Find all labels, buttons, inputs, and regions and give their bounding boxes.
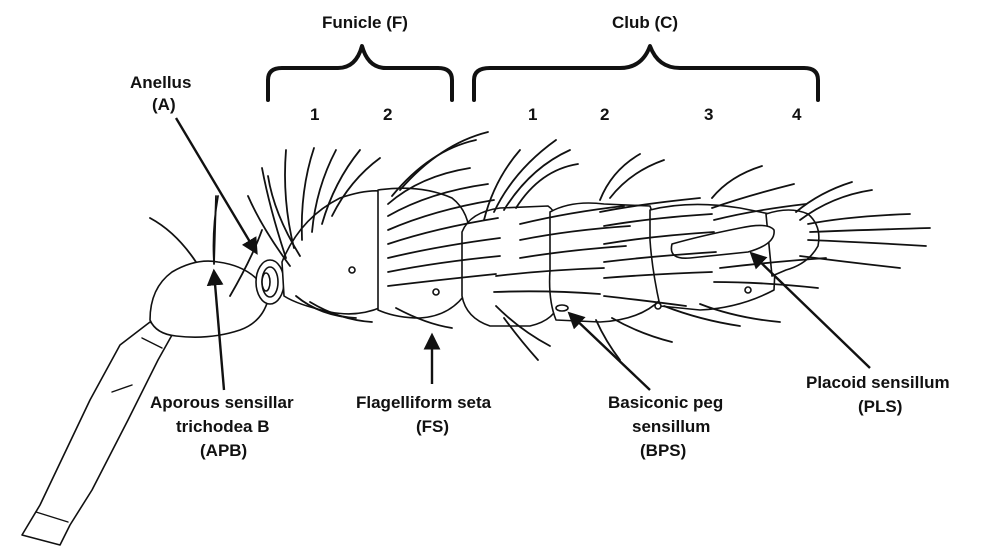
pls-label-line1: Placoid sensillum	[806, 373, 950, 392]
club-label: Club (C)	[612, 13, 678, 32]
anellus-label-line2: (A)	[152, 95, 176, 114]
club-number-3: 3	[704, 105, 713, 124]
bps-arrow	[570, 314, 650, 390]
pedicel-segment	[150, 261, 268, 337]
club-segment-4	[766, 210, 819, 276]
club-segment-3	[650, 204, 776, 310]
anellus-label-line1: Anellus	[130, 73, 191, 92]
bps-label-line1: Basiconic peg	[608, 393, 723, 412]
funicle-label: Funicle (F)	[322, 13, 408, 32]
basiconic-peg	[556, 305, 568, 311]
scape-segment	[22, 322, 172, 545]
pls-label-line2: (PLS)	[858, 397, 902, 416]
anellus-arrow	[176, 118, 256, 252]
bps-label-line2: sensillum	[632, 417, 710, 436]
club-number-2: 2	[600, 105, 609, 124]
antenna-body	[22, 188, 819, 545]
apb-label-line2: trichodea B	[176, 417, 270, 436]
apb-hair	[214, 196, 216, 264]
funicle-bracket	[268, 46, 452, 100]
bps-label-line3: (BPS)	[640, 441, 686, 460]
club-number-1: 1	[528, 105, 537, 124]
funicle-number-2: 2	[383, 105, 392, 124]
apb-label-line1: Aporous sensillar	[150, 393, 294, 412]
funicle-number-1: 1	[310, 105, 319, 124]
club-segment-1	[462, 206, 560, 326]
fs-label-line1: Flagelliform seta	[356, 393, 492, 412]
apb-label-line3: (APB)	[200, 441, 247, 460]
pls-arrow	[752, 254, 870, 368]
club-number-4: 4	[792, 105, 802, 124]
fs-label-line2: (FS)	[416, 417, 449, 436]
club-bracket	[474, 46, 818, 100]
